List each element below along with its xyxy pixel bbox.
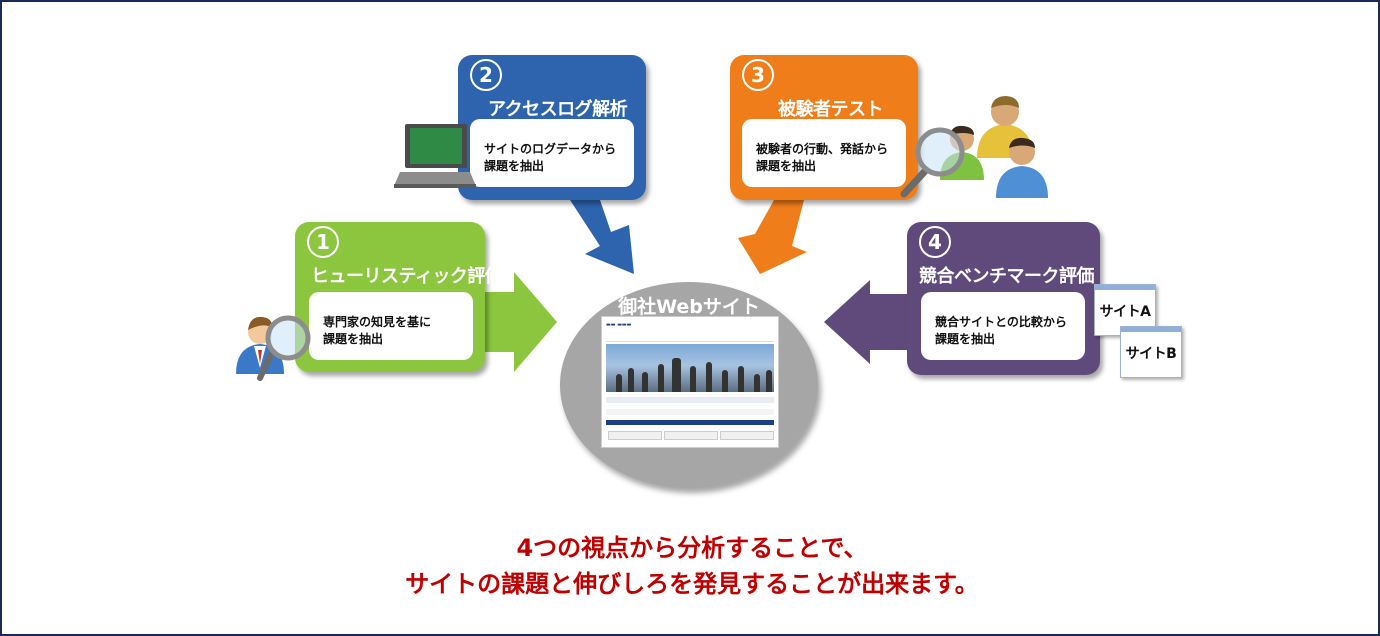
site-button [608, 431, 662, 440]
competitor-label: サイトA [1099, 304, 1151, 320]
description-line: サイトのログデータから [484, 142, 617, 156]
description-line: 専門家の知見を基に [323, 315, 432, 329]
site-row [606, 397, 774, 403]
box-title: 被験者テスト [778, 99, 884, 120]
competitor-window-a: サイトA [1094, 284, 1156, 336]
box-title: 競合ベンチマーク評価 [919, 266, 1095, 287]
site-row [606, 409, 774, 415]
arrow-benchmark [824, 280, 907, 364]
step-number: 2 [470, 59, 502, 91]
box-description: 被験者の行動、発話から 課題を抽出 [742, 119, 906, 187]
box-title: アクセスログ解析 [488, 99, 628, 120]
website-thumbnail: ▬▬ ▬▬▬ [601, 316, 779, 448]
box-description: サイトのログデータから 課題を抽出 [470, 119, 634, 187]
description-line: 課題を抽出 [935, 332, 996, 346]
site-button [664, 431, 718, 440]
access-log-box: 2 アクセスログ解析 サイトのログデータから 課題を抽出 [458, 55, 646, 200]
company-website-circle: 御社Webサイト ▬▬ ▬▬▬ [560, 282, 818, 488]
message-line: 4つの視点から分析することで、 [516, 534, 868, 562]
description-line: 課題を抽出 [756, 159, 817, 173]
site-logo: ▬▬ ▬▬▬ [606, 322, 632, 328]
description-line: 課題を抽出 [484, 159, 545, 173]
heuristic-box: 1 ヒューリスティック評価 専門家の知見を基に 課題を抽出 [295, 222, 503, 372]
site-hero-image [606, 344, 774, 392]
box-title: ヒューリスティック評価 [311, 266, 503, 287]
step-number: 1 [307, 226, 339, 258]
description-line: 競合サイトとの比較から [935, 315, 1067, 329]
arrow-user-test [738, 200, 807, 274]
arrow-heuristic [485, 272, 557, 372]
user-test-box: 3 被験者テスト 被験者の行動、発話から 課題を抽出 [730, 55, 918, 200]
site-nav [606, 333, 774, 342]
benchmark-box: 4 競合ベンチマーク評価 競合サイトとの比較から 課題を抽出 [907, 222, 1100, 375]
box-description: 競合サイトとの比較から 課題を抽出 [921, 292, 1085, 360]
conclusion-message: 4つの視点から分析することで、 サイトの課題と伸びしろを発見することが出来ます。 [2, 530, 1378, 602]
box-description: 専門家の知見を基に 課題を抽出 [309, 292, 473, 360]
arrow-access-log [570, 200, 634, 274]
site-button [720, 431, 774, 440]
description-line: 被験者の行動、発話から [756, 142, 889, 156]
step-number: 3 [742, 59, 774, 91]
site-bar [606, 420, 774, 425]
message-line: サイトの課題と伸びしろを発見することが出来ます。 [405, 570, 979, 598]
step-number: 4 [919, 226, 951, 258]
competitor-label: サイトB [1125, 346, 1177, 362]
center-title: 御社Webサイト [618, 296, 760, 318]
description-line: 課題を抽出 [323, 332, 384, 346]
competitor-window-b: サイトB [1120, 326, 1182, 378]
